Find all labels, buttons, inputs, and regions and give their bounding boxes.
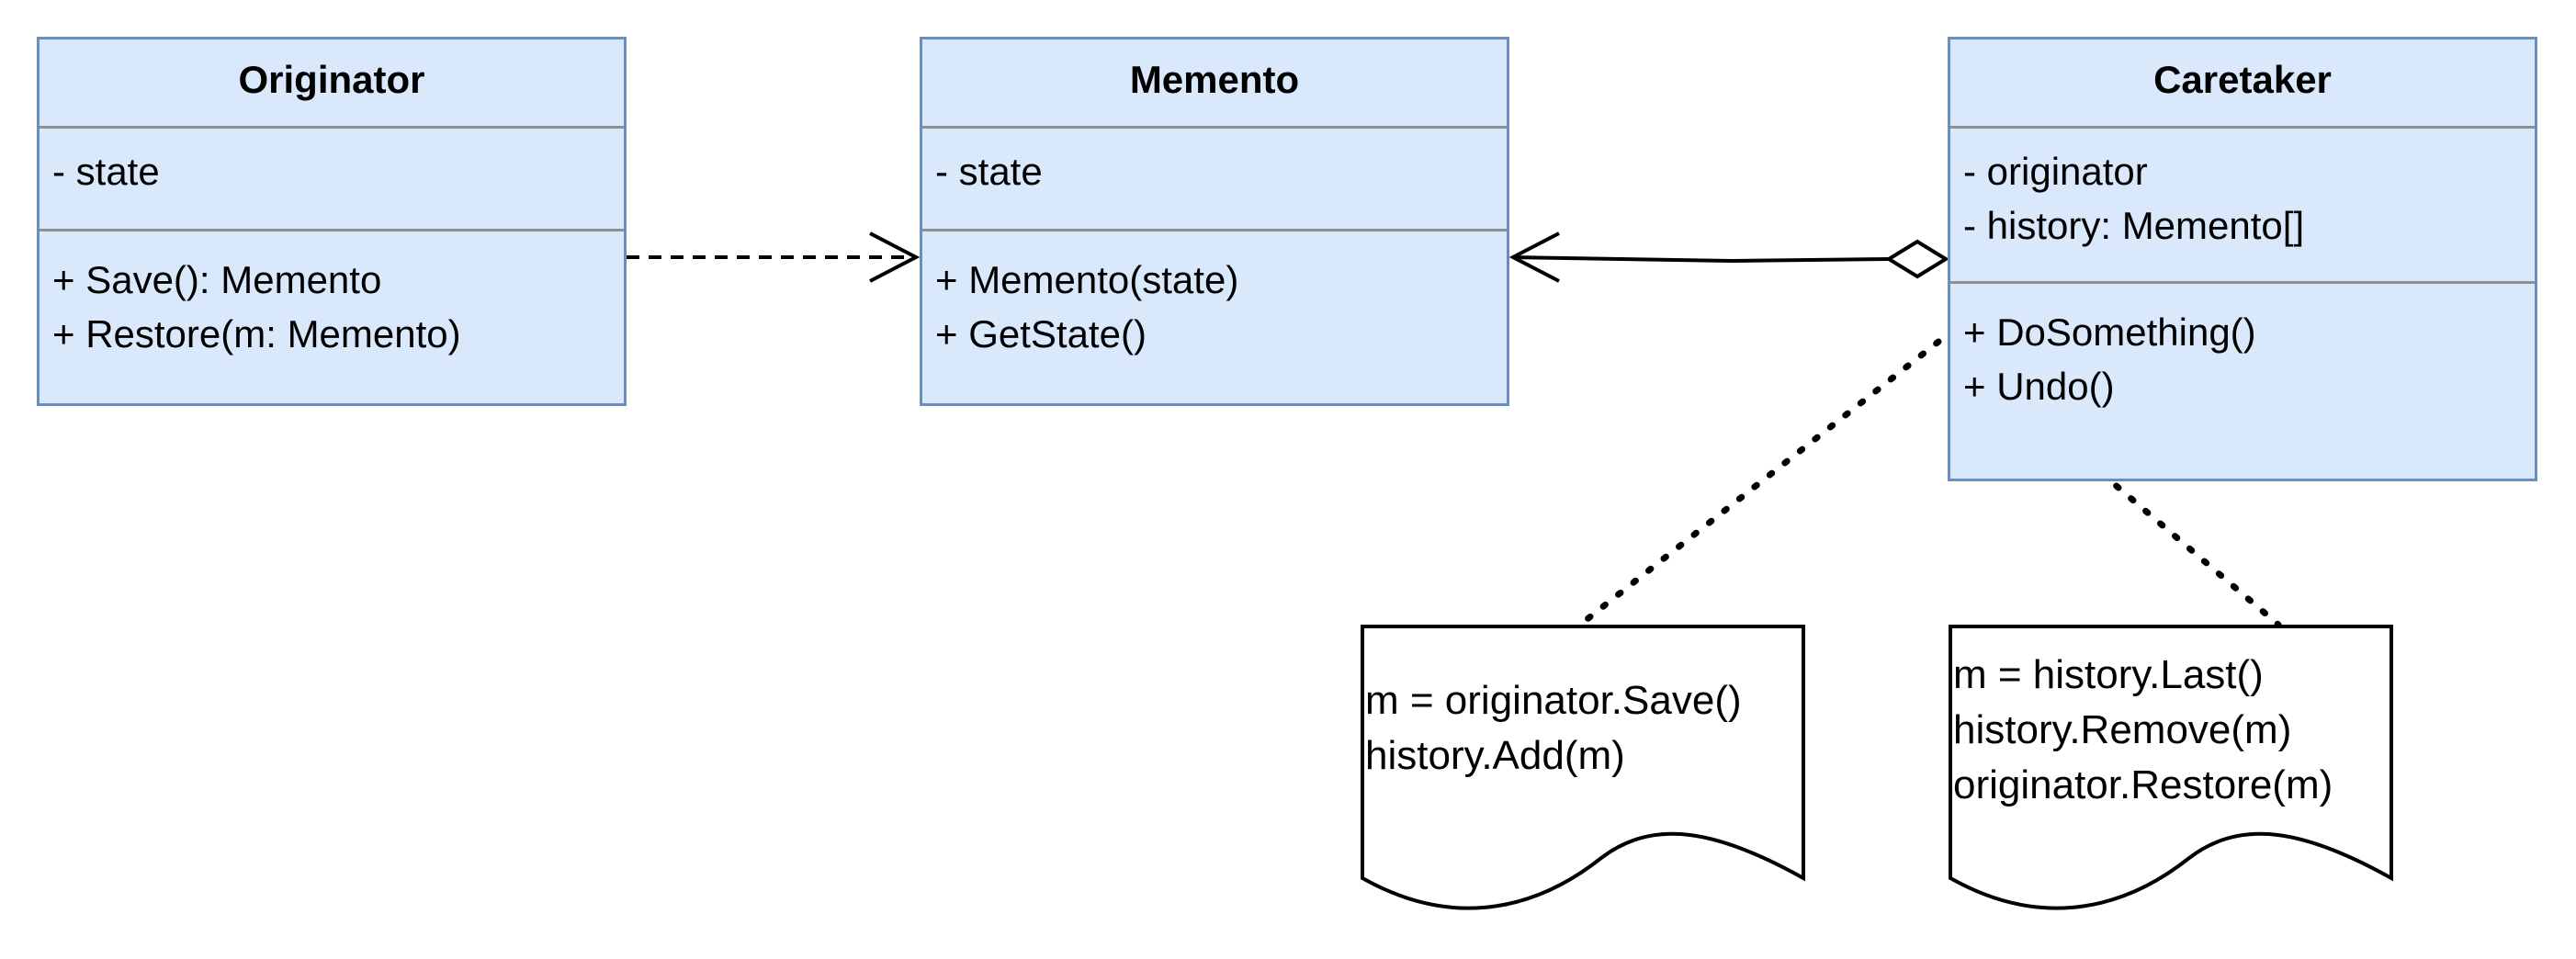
note-line: m = originator.Save() [1365,678,1742,723]
method: + GetState() [935,312,1147,355]
class-attributes: - state [935,144,1499,198]
class-attributes: - originator - history: Memento[] [1963,144,2527,253]
attribute: - state [52,150,160,193]
note-link-do-something[interactable] [1576,338,1942,628]
attribute: - history: Memento[] [1963,204,2305,247]
class-originator[interactable]: Originator - state + Save(): Memento + R… [37,37,627,406]
note-line: history.Add(m) [1365,733,1625,778]
attribute: - state [935,150,1043,193]
class-divider [40,229,624,231]
class-name: Originator [238,58,425,101]
note-undo-text: m = history.Last() history.Remove(m) ori… [1953,648,2333,813]
class-memento[interactable]: Memento - state + Memento(state) + GetSt… [920,37,1509,406]
open-arrowhead-icon [869,231,921,283]
class-attributes: - state [52,144,616,198]
note-do-something-text: m = originator.Save() history.Add(m) [1365,673,1742,784]
method: + Undo() [1963,365,2115,408]
note-undo[interactable] [1949,625,2393,910]
note-line: m = history.Last() [1953,652,2264,697]
class-divider [1950,281,2535,284]
method: + Save(): Memento [52,258,382,301]
dependency-arrow-originator-to-memento[interactable] [627,231,921,283]
class-divider [40,126,624,129]
method: + Memento(state) [935,258,1239,301]
note-line: originator.Restore(m) [1953,762,2333,807]
note-line: history.Remove(m) [1953,707,2292,752]
class-divider [922,126,1507,129]
method: + Restore(m: Memento) [52,312,461,355]
open-arrowhead-icon [1508,231,1560,283]
note-do-something[interactable] [1361,625,1805,910]
aggregation-arrow-caretaker-to-memento[interactable] [1508,231,1949,283]
class-divider [922,229,1507,231]
class-name: Memento [1129,58,1300,101]
class-methods: + DoSomething() + Undo() [1963,305,2527,413]
attribute: - originator [1963,150,2148,193]
class-caretaker[interactable]: Caretaker - originator - history: Mement… [1948,37,2537,481]
class-name: Caretaker [2153,58,2332,101]
method: + DoSomething() [1963,310,2256,354]
class-methods: + Save(): Memento + Restore(m: Memento) [52,253,616,361]
class-divider [1950,126,2535,129]
aggregation-diamond-icon [1885,239,1949,279]
class-methods: + Memento(state) + GetState() [935,253,1499,361]
